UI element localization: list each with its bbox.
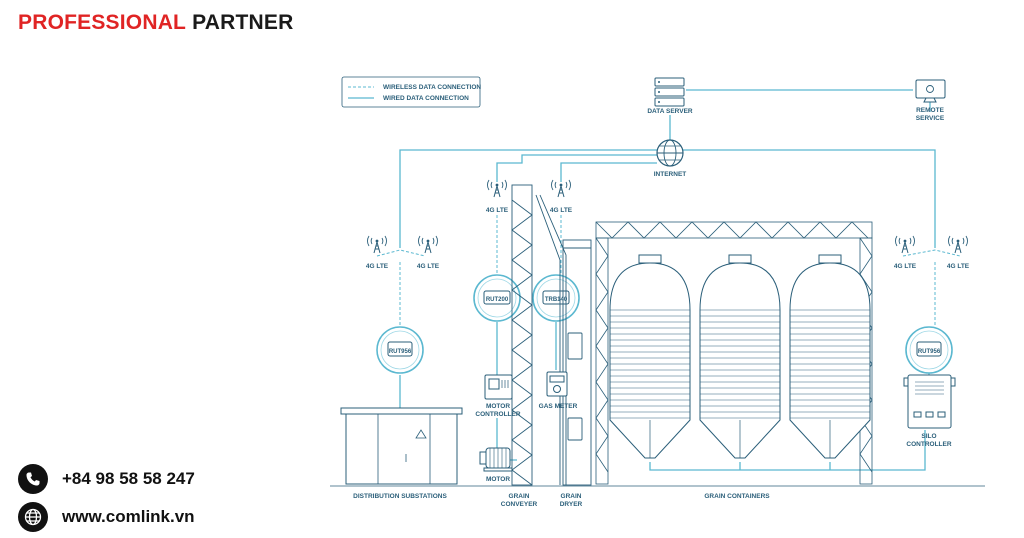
- silo-controller-label-2: CONTROLLER: [906, 441, 951, 448]
- grain-silo-1: [609, 254, 691, 459]
- grain-conveyer-tower: [511, 184, 567, 486]
- lte-label-a: 4G LTE: [366, 263, 389, 270]
- lte-antenna-icon: [417, 235, 439, 254]
- internet-label: INTERNET: [654, 171, 687, 178]
- globe-internet-icon: [656, 139, 684, 167]
- data-server-icon: [654, 77, 685, 107]
- router-rut956-right: RUT956: [905, 326, 953, 374]
- gas-meter-label: GAS METER: [539, 403, 578, 410]
- brand-professional: PROFESSIONAL: [18, 11, 187, 34]
- data-server-label: DATA SERVER: [647, 108, 693, 115]
- motor-controller-label-1: MOTOR: [486, 403, 510, 410]
- brand-partner: PARTNER: [192, 11, 294, 34]
- grain-silo-3: [789, 254, 871, 459]
- lte-antenna-icon: [366, 235, 388, 254]
- grain-conveyer-label-1: GRAIN: [509, 493, 530, 500]
- grain-silo-2: [699, 254, 781, 459]
- distribution-label: DISTRIBUTION SUBSTATIONS: [353, 493, 447, 500]
- lte-antenna-icon: [486, 179, 508, 198]
- motor-icon: [479, 447, 513, 472]
- router-rut200: RUT200: [473, 274, 521, 322]
- legend-wireless: WIRELESS DATA CONNECTION: [383, 84, 481, 91]
- gateway-trb140: TRB140: [532, 274, 580, 322]
- lte-label-d: 4G LTE: [550, 207, 573, 214]
- monitor-icon: [915, 79, 946, 103]
- grain-dryer-label-2: DRYER: [560, 501, 583, 508]
- motor-controller-panel: [484, 374, 513, 400]
- router-rut956-left: RUT956: [376, 326, 424, 374]
- silo-controller-cabinet: [903, 374, 956, 429]
- legend: WIRELESS DATA CONNECTION WIRED DATA CONN…: [341, 76, 481, 108]
- grain-dryer: [562, 239, 592, 486]
- lte-label-e: 4G LTE: [894, 263, 917, 270]
- globe-icon: [18, 502, 48, 532]
- phone-contact[interactable]: +84 98 58 58 247: [18, 463, 195, 495]
- grain-containers-label: GRAIN CONTAINERS: [704, 493, 770, 500]
- website-contact[interactable]: www.comlink.vn: [18, 501, 195, 533]
- phone-icon: [18, 464, 48, 494]
- lte-antenna-icon: [550, 179, 572, 198]
- website-url[interactable]: www.comlink.vn: [62, 507, 195, 526]
- legend-wired: WIRED DATA CONNECTION: [383, 95, 469, 102]
- phone-number[interactable]: +84 98 58 58 247: [62, 469, 195, 488]
- distribution-substation-icon: [340, 407, 463, 485]
- lte-label-f: 4G LTE: [947, 263, 970, 270]
- router-label: RUT200: [486, 297, 509, 303]
- grain-conveyer-label-2: CONVEYER: [501, 501, 538, 508]
- lte-antenna-icon: [894, 235, 916, 254]
- silo-controller-label-1: SILO: [921, 433, 936, 440]
- router-label: TRB140: [545, 297, 568, 303]
- router-label: RUT956: [918, 349, 941, 355]
- grain-dryer-label-1: GRAIN: [561, 493, 582, 500]
- remote-service-label-1: REMOTE: [916, 107, 944, 114]
- lte-antenna-icon: [947, 235, 969, 254]
- motor-label: MOTOR: [486, 476, 510, 483]
- lte-label-c: 4G LTE: [486, 207, 509, 214]
- wireless-links: [376, 215, 961, 330]
- lte-label-b: 4G LTE: [417, 263, 440, 270]
- motor-controller-label-2: CONTROLLER: [475, 411, 520, 418]
- router-label: RUT956: [389, 349, 412, 355]
- gas-meter-icon: [546, 371, 568, 397]
- remote-service-label-2: SERVICE: [916, 115, 945, 122]
